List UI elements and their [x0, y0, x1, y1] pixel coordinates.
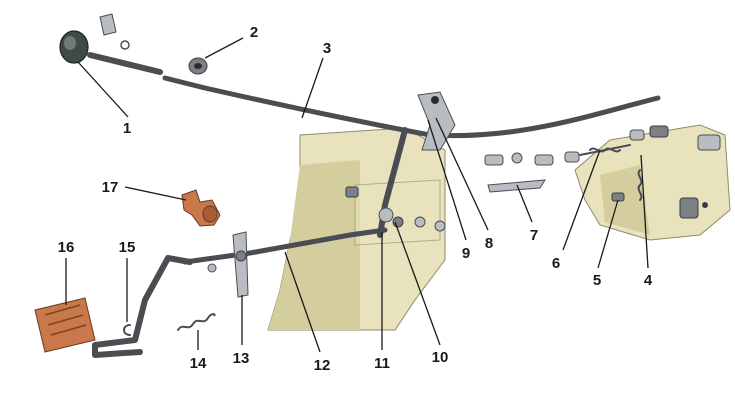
body-panel-center — [267, 127, 446, 331]
callout-9: 9 — [462, 245, 470, 262]
callout-labels: 1 2 3 4 5 6 7 8 9 10 11 12 13 14 15 16 1… — [58, 24, 653, 374]
callout-4: 4 — [644, 272, 653, 289]
control-cable — [162, 75, 661, 139]
pedal-pad — [34, 297, 96, 353]
callout-15: 15 — [119, 239, 136, 256]
callout-1: 1 — [123, 120, 131, 137]
choke-knob-assembly — [59, 13, 163, 75]
callout-17: 17 — [102, 179, 119, 196]
carburetor-body — [574, 124, 731, 241]
cable-grommet — [188, 57, 208, 75]
callout-11: 11 — [374, 355, 390, 372]
retaining-clip — [123, 324, 131, 336]
callout-5: 5 — [593, 272, 601, 289]
callout-16: 16 — [58, 239, 75, 256]
accelerator-rod — [182, 227, 388, 298]
callout-10: 10 — [432, 349, 449, 366]
pedal-arm — [92, 255, 193, 358]
callout-3: 3 — [323, 40, 331, 57]
callout-2: 2 — [250, 24, 258, 41]
cable-fittings — [484, 125, 669, 202]
callout-13: 13 — [233, 350, 250, 367]
callout-7: 7 — [530, 227, 538, 244]
callout-8: 8 — [485, 235, 493, 252]
callout-12: 12 — [314, 357, 331, 374]
leader-lines — [65, 37, 649, 353]
accelerator-lever — [377, 127, 446, 238]
rubber-bushing — [181, 189, 221, 227]
callout-6: 6 — [552, 255, 560, 272]
return-spring — [177, 313, 216, 331]
callout-14: 14 — [190, 355, 207, 372]
